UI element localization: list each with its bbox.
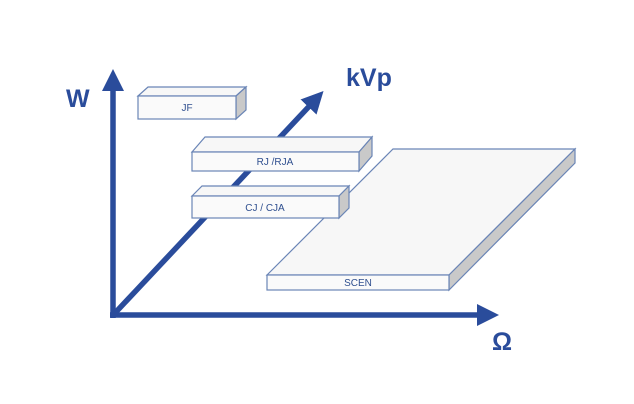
- scen-box: SCEN: [265, 147, 577, 292]
- rj-label: RJ /RJA: [257, 157, 294, 168]
- scen-label: SCEN: [344, 278, 372, 289]
- kvp-axis-label: kVp: [346, 64, 392, 92]
- jf-label: JF: [181, 103, 192, 114]
- rj-box: RJ /RJA: [190, 135, 374, 173]
- w-axis-label: W: [66, 85, 90, 113]
- omega-axis-label: Ω: [492, 328, 512, 356]
- cj-box: CJ / CJA: [190, 184, 351, 220]
- cj-label: CJ / CJA: [245, 203, 285, 214]
- jf-box: JF: [136, 85, 248, 121]
